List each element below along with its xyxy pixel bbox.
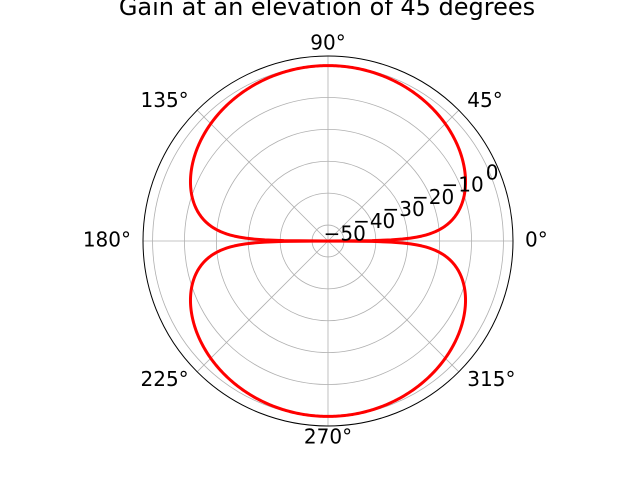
radial-tick-label: −10	[441, 173, 483, 197]
polar-frame	[142, 55, 514, 427]
angle-tick-label: 270°	[304, 425, 352, 449]
angular-gridline	[327, 240, 460, 373]
angle-tick-label: 90°	[310, 31, 345, 55]
angle-tick-label: 0°	[525, 228, 548, 252]
radial-tick-label: −30	[383, 197, 425, 221]
radial-tick-label: 0	[486, 160, 499, 184]
angle-tick-label: 45°	[467, 88, 502, 112]
angular-gridline	[327, 109, 460, 242]
angle-tick-label: 180°	[83, 228, 131, 252]
gain-series-line	[188, 64, 468, 418]
angular-tick-labels: 0° 45° 90° 135° 180° 225° 270° 315°	[83, 31, 548, 449]
angular-gridline	[196, 240, 329, 373]
radial-tick-label: −50	[324, 221, 366, 245]
series-layer	[188, 64, 468, 418]
angle-tick-label: 135°	[141, 88, 189, 112]
angular-gridline	[196, 109, 329, 242]
radial-tick-labels: −50−40−30−20−100	[324, 160, 499, 245]
chart-title: Gain at an elevation of 45 degrees	[119, 0, 535, 21]
radial-tick-label: −20	[412, 185, 454, 209]
angular-gridlines	[143, 56, 513, 426]
angle-tick-label: 225°	[141, 367, 189, 391]
angle-tick-label: 315°	[467, 367, 515, 391]
radial-tick-label: −40	[353, 209, 395, 233]
